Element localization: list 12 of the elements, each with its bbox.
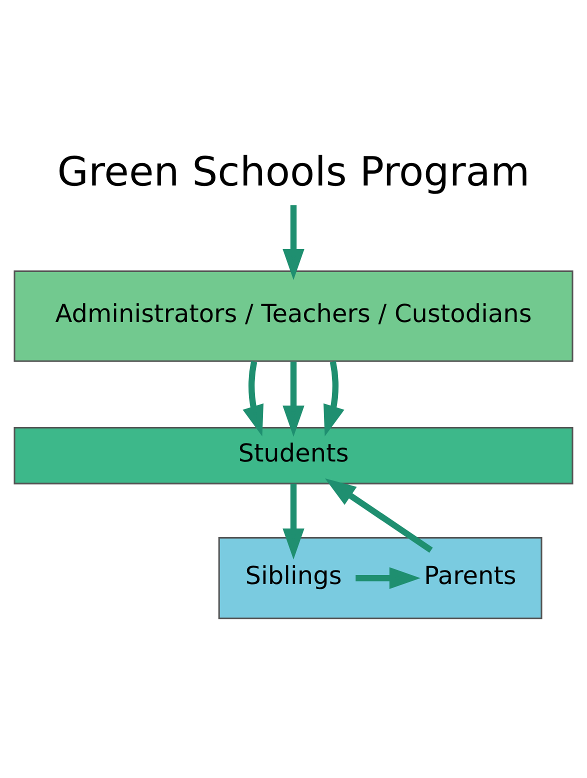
node-box: Students <box>14 426 574 484</box>
arrow <box>242 361 264 436</box>
arrow <box>282 205 304 280</box>
node-text: Green Schools Program <box>57 148 530 196</box>
arrow <box>324 361 344 436</box>
cluster <box>218 537 542 620</box>
node-text: Parents <box>424 560 516 590</box>
arrow <box>282 484 304 560</box>
node-text: Siblings <box>245 560 342 590</box>
arrow <box>356 567 420 589</box>
node-box: Administrators / Teachers / Custodians <box>14 270 574 362</box>
arrow <box>282 362 304 437</box>
